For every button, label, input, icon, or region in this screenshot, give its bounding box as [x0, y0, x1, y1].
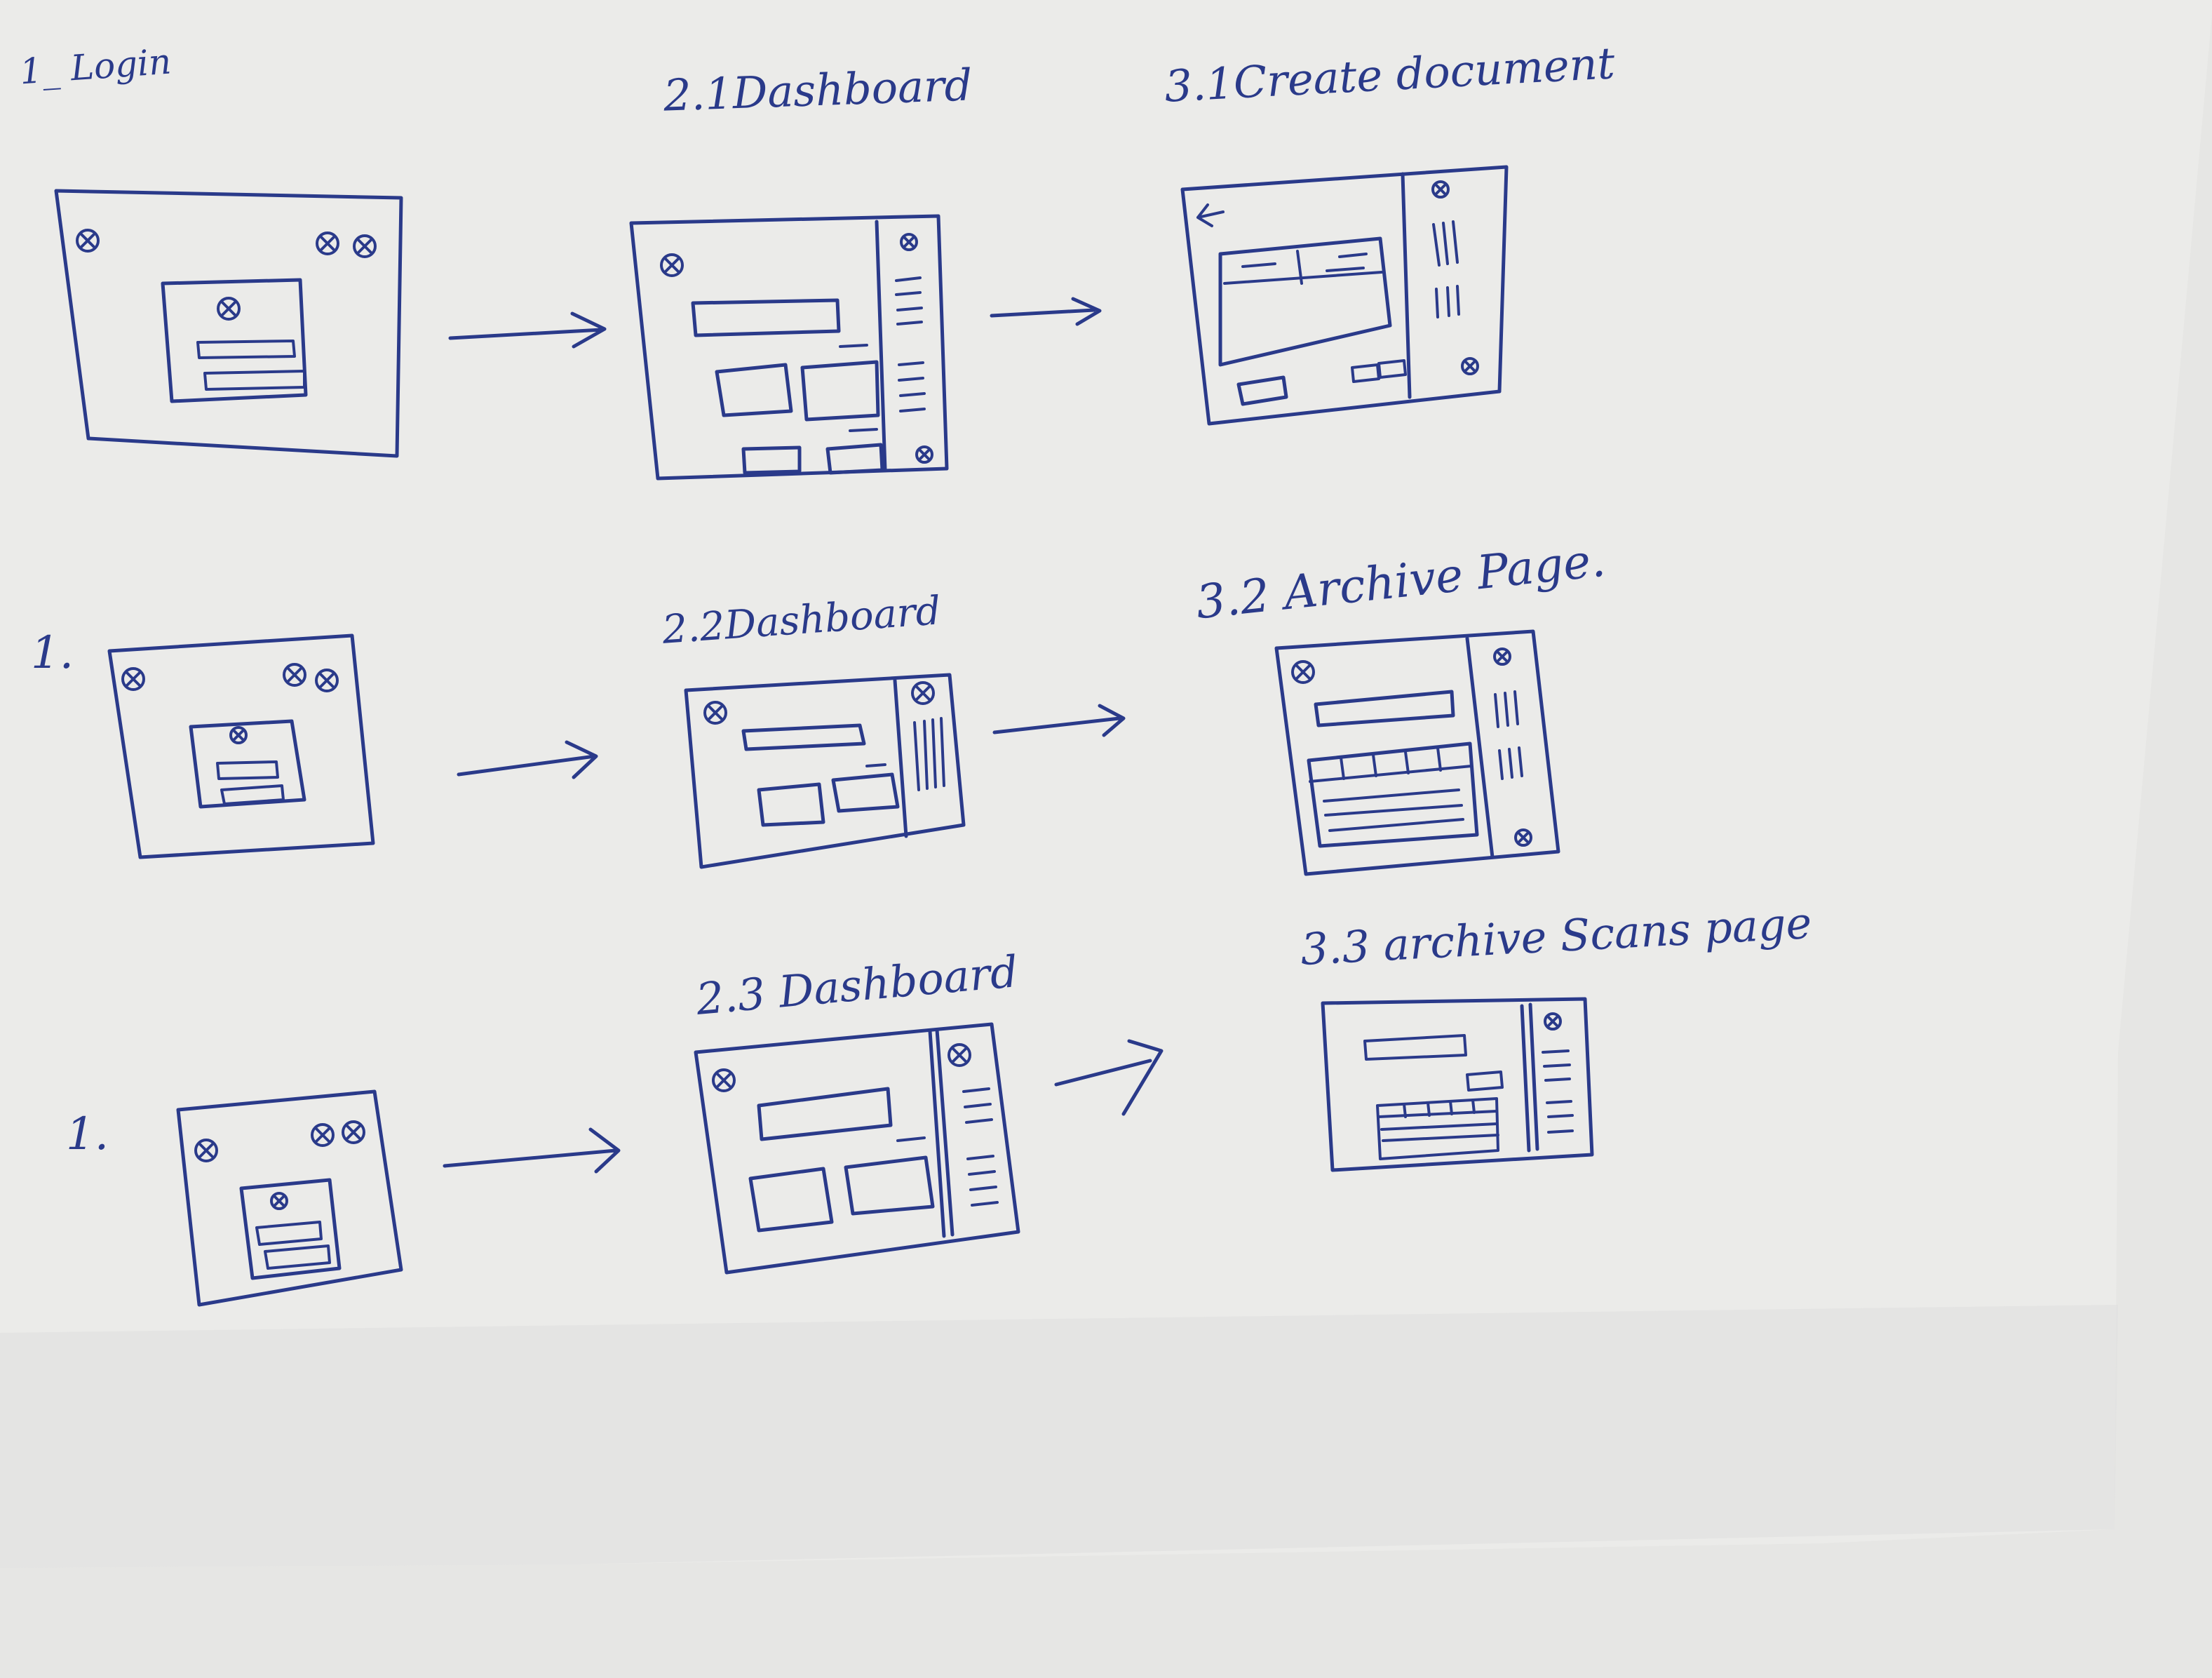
hamburger-lines-icon — [913, 717, 945, 791]
search-bar — [741, 723, 866, 751]
scans-table — [1376, 1097, 1499, 1160]
dashboard-screen-3 — [694, 1022, 1020, 1275]
hamburger-lines-icon — [1494, 690, 1523, 780]
password-field — [203, 370, 306, 391]
document-form — [1218, 236, 1392, 367]
login-screen-2 — [107, 633, 375, 859]
card — [741, 445, 802, 475]
dashboard-screen-1 — [629, 214, 949, 481]
flow-arrow-icon — [990, 297, 1102, 326]
card — [757, 782, 825, 827]
dashboard-1-label: 2.1Dashboard — [662, 59, 973, 121]
search-bar — [1314, 690, 1455, 727]
search-bar — [691, 298, 841, 337]
card — [715, 363, 793, 417]
filter-button — [1466, 1070, 1504, 1092]
back-arrow-icon — [1196, 203, 1225, 227]
username-field — [196, 340, 296, 359]
login-screen-1 — [54, 189, 403, 458]
username-field — [255, 1221, 323, 1246]
login-card — [189, 719, 306, 809]
hamburger-lines-icon — [1542, 1049, 1574, 1134]
password-field — [264, 1244, 331, 1270]
row-2-marker: 1. — [31, 627, 74, 679]
flow-arrow-icon — [448, 311, 607, 349]
paper-shadow — [0, 1305, 2118, 1568]
flow-arrow-icon — [992, 704, 1126, 737]
login-card — [239, 1178, 342, 1280]
card — [831, 772, 900, 813]
search-bar — [1363, 1034, 1467, 1061]
flow-arrow-icon — [443, 1127, 621, 1174]
row-3-marker: 1. — [66, 1108, 109, 1160]
hamburger-lines-icon — [962, 1087, 999, 1207]
card — [825, 443, 884, 475]
archive-scans-screen — [1321, 997, 1594, 1172]
login-screen-3 — [176, 1089, 403, 1307]
hamburger-lines-icon — [895, 276, 926, 412]
dashboard-screen-2 — [684, 673, 966, 869]
login-card — [161, 278, 308, 403]
search-bar — [757, 1087, 893, 1141]
password-field — [220, 784, 285, 805]
save-buttons — [1351, 359, 1407, 383]
flow-arrow-icon — [1054, 1039, 1164, 1116]
paper-sheet — [0, 0, 2212, 1568]
archive-table — [1307, 741, 1479, 848]
username-field — [216, 760, 279, 780]
card — [748, 1167, 834, 1233]
hamburger-lines-icon — [1432, 220, 1460, 318]
card — [844, 1155, 935, 1216]
archive-screen — [1274, 629, 1560, 876]
cancel-button — [1236, 375, 1288, 406]
card — [800, 360, 880, 422]
flow-arrow-icon — [457, 740, 598, 779]
create-document-screen — [1180, 165, 1509, 426]
